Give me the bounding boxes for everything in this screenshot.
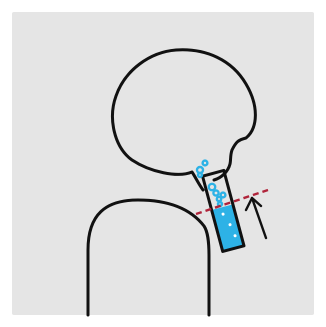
- background-panel: [12, 12, 314, 315]
